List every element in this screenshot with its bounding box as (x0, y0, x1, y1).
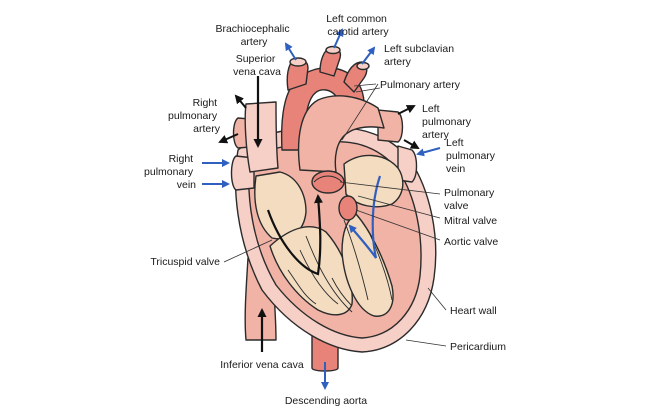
label-descending-aorta: Descending aorta (285, 395, 367, 407)
label-pulmonary-artery: Pulmonary artery (380, 79, 461, 91)
right-pulmonary-artery-arrow-up (234, 94, 247, 109)
brachiocephalic-flow-arrow (284, 42, 297, 61)
tricuspid-flow-arrow (266, 194, 324, 276)
left-atrium (343, 154, 404, 208)
left-pulmonary-artery-arrow (397, 105, 416, 115)
label-mitral-valve: Mitral valve (444, 215, 497, 227)
label-superior-vena-cava: Superior vena cava (233, 53, 281, 78)
label-aortic-valve: Aortic valve (444, 236, 498, 248)
label-left-pulmonary-artery: Left pulmonary artery (422, 103, 474, 141)
label-inferior-vena-cava: Inferior vena cava (220, 359, 304, 371)
label-right-pulmonary-artery: Right pulmonary artery (168, 97, 221, 135)
left-ventricle (341, 213, 394, 317)
superior-vena-cava-vessel (244, 101, 279, 173)
aortic-valve-shape (338, 195, 358, 221)
label-pericardium: Pericardium (450, 341, 506, 353)
label-left-pulmonary-vein: Left pulmonary vein (446, 137, 498, 175)
label-left-subclavian: Left subclavian artery (384, 43, 457, 68)
label-tricuspid-valve: Tricuspid valve (150, 256, 220, 268)
label-heart-wall: Heart wall (450, 305, 497, 317)
label-right-pulmonary-vein: Right pulmonary vein (144, 153, 196, 191)
label-pulmonary-valve: Pulmonary valve (444, 187, 497, 212)
subclavian-flow-arrow (361, 46, 376, 65)
pulmonary-valve-shape (311, 170, 345, 194)
left-pulmonary-artery-arrow-down (403, 139, 420, 149)
label-brachiocephalic: Brachiocephalic artery (215, 23, 292, 48)
left-pulmonary-vein-vessel (397, 145, 418, 183)
right-pulmonary-artery-arrow (218, 133, 239, 144)
left-pulmonary-artery-vessel (377, 109, 404, 143)
left-pulmonary-vein-arrow (416, 147, 441, 157)
label-left-common-carotid: Left common carotid artery (326, 13, 390, 38)
pulmonary-trunk (297, 95, 385, 173)
carotid-flow-arrow (333, 28, 344, 49)
